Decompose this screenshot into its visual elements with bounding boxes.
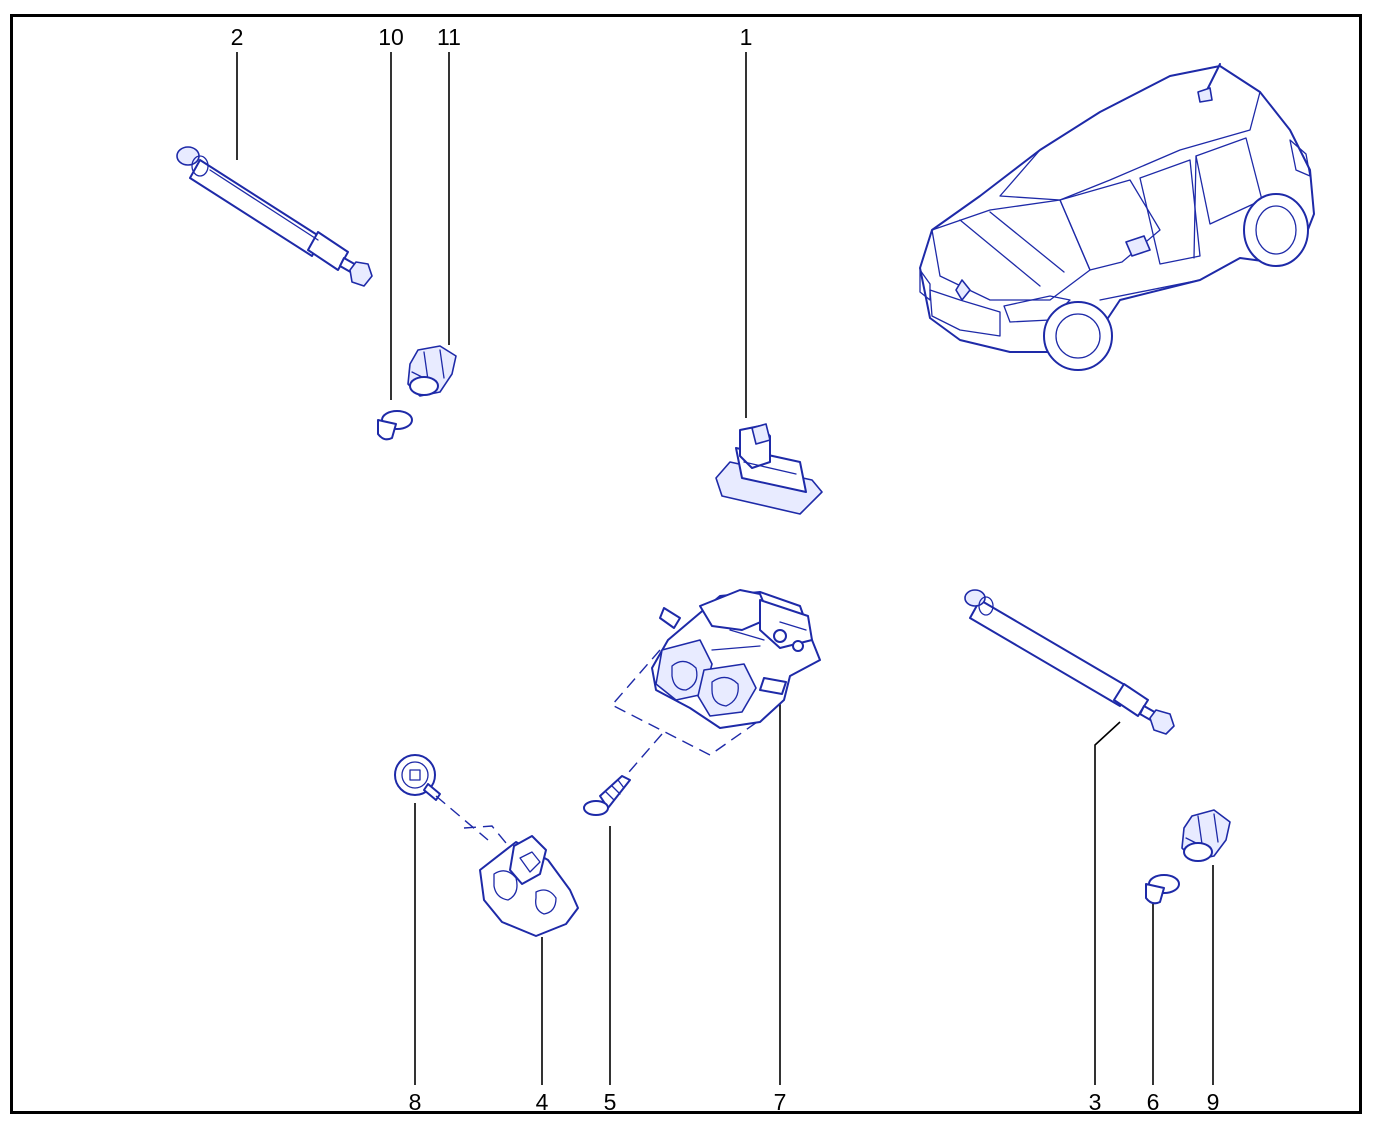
clip-9-part <box>1181 809 1231 862</box>
clip-11-part <box>407 345 457 397</box>
callout-9: 9 <box>1207 1089 1220 1115</box>
callout-7: 7 <box>774 1089 787 1115</box>
tailgate-switch-part <box>715 423 823 515</box>
striker-plate-part <box>479 835 579 937</box>
gas-strut-right-part <box>964 589 1175 735</box>
leader-lines <box>236 52 1214 1085</box>
callout-3: 3 <box>1089 1089 1102 1115</box>
screw-5-part <box>583 775 631 816</box>
callout-8: 8 <box>409 1089 422 1115</box>
callout-10: 10 <box>378 24 404 50</box>
lock-dashed-guides <box>610 649 761 781</box>
callout-4: 4 <box>536 1089 549 1115</box>
lock-mechanism-part <box>651 589 821 729</box>
callout-2: 2 <box>231 24 244 50</box>
callout-1: 1 <box>740 24 753 50</box>
callout-5: 5 <box>604 1089 617 1115</box>
bumper-10-part <box>377 410 413 441</box>
bumper-6-part <box>1145 874 1180 905</box>
callout-11: 11 <box>437 24 461 50</box>
vehicle-illustration <box>919 63 1315 371</box>
callout-6: 6 <box>1147 1089 1160 1115</box>
bolt-8-part <box>394 754 441 801</box>
gas-strut-left-part <box>176 146 373 287</box>
